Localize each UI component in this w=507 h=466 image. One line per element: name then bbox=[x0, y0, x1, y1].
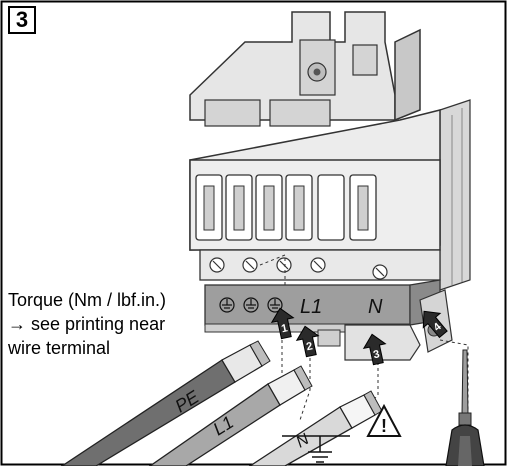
warning-symbol: ! bbox=[381, 416, 387, 436]
step-arrow-1: 1 bbox=[270, 307, 295, 340]
step-arrow-label: 2 bbox=[305, 340, 313, 353]
step-arrow-label: 1 bbox=[280, 322, 288, 335]
screwdriver bbox=[445, 349, 485, 466]
ground-symbol bbox=[267, 297, 283, 313]
warning-icon: ! bbox=[366, 403, 402, 437]
ground-symbol bbox=[243, 297, 259, 313]
torque-note: Torque (Nm / lbf.in.) → see printing nea… bbox=[8, 288, 166, 360]
step-number-badge: 3 bbox=[8, 6, 36, 34]
screw-row bbox=[199, 249, 441, 281]
torque-note-line: wire terminal bbox=[8, 338, 111, 358]
torque-note-line: Torque (Nm / lbf.in.) bbox=[8, 290, 167, 310]
step-arrow-label: 3 bbox=[372, 348, 380, 361]
step-arrow-2: 2 bbox=[295, 325, 320, 358]
step-arrow-4: 4 bbox=[422, 310, 448, 339]
ground-symbol bbox=[219, 297, 235, 313]
terminal-label-n: N bbox=[368, 296, 383, 318]
torque-note-line: → see printing near bbox=[8, 314, 166, 334]
terminal-slots bbox=[195, 174, 377, 241]
step-arrow-3: 3 bbox=[362, 333, 387, 366]
earth-symbol bbox=[282, 435, 350, 463]
terminal-label-strip: L1 N bbox=[204, 279, 441, 333]
terminal-label-l1: L1 bbox=[300, 296, 322, 318]
cable-pe: PE bbox=[60, 340, 271, 466]
